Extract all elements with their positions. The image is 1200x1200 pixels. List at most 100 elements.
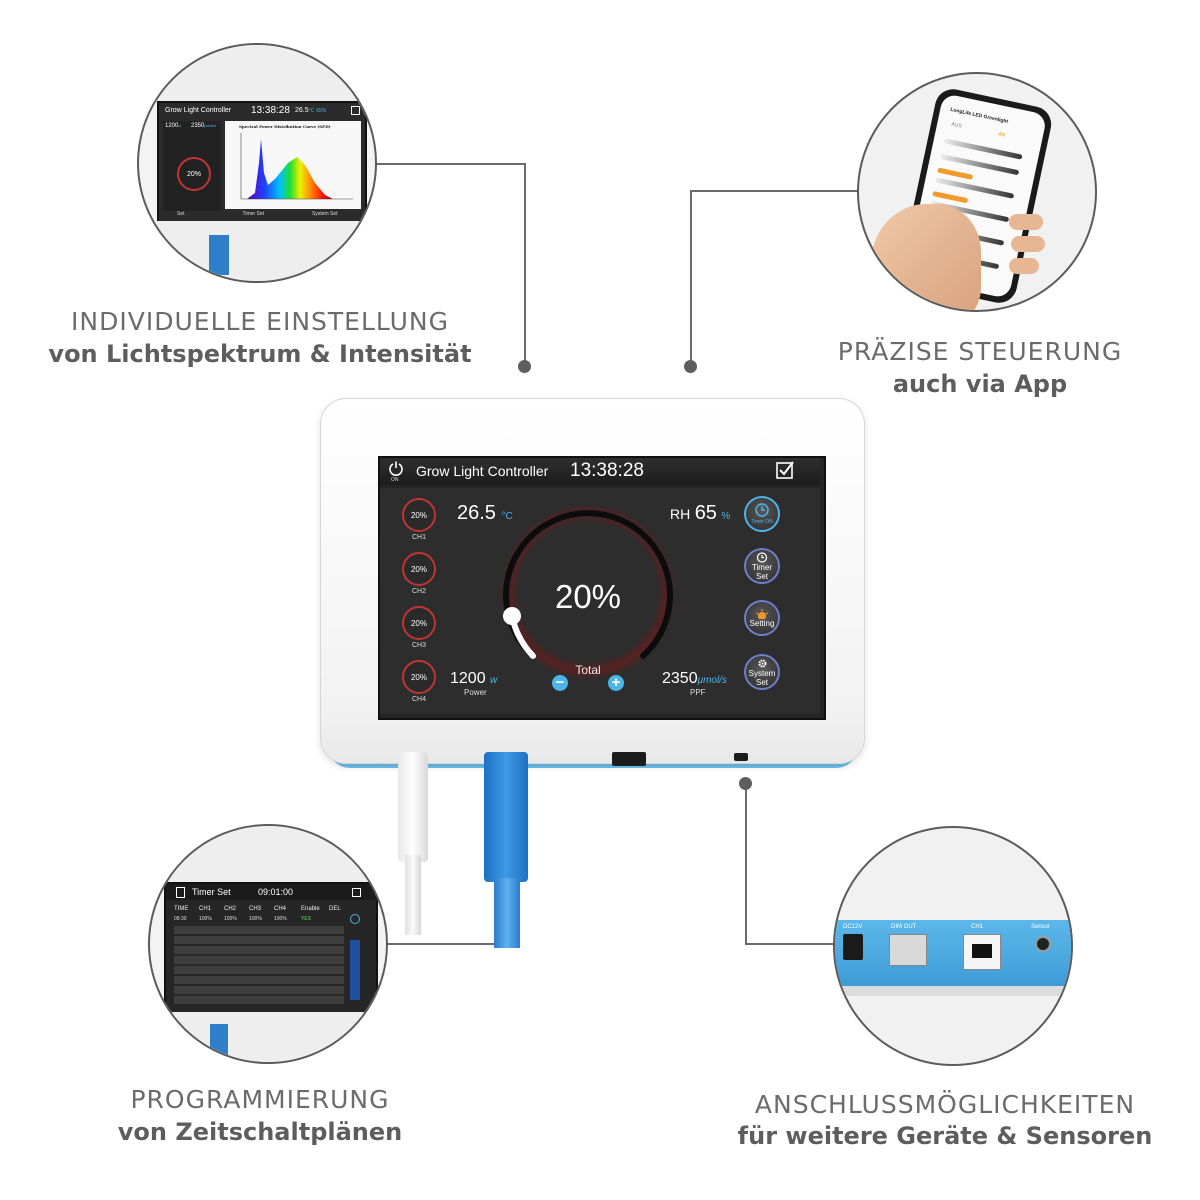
power-icon[interactable] [388,460,404,476]
gear-icon [758,659,766,667]
inset-tab-system-set[interactable]: System Set [312,211,338,217]
switch[interactable] [612,752,646,766]
ch3-value: 20% [410,618,427,628]
leader-bottom-right-h [745,943,833,945]
timer-empty-rows [174,926,344,1006]
dashboard: 20% CH1 20% CH2 20% CH3 20% CH4 26.5 °C … [380,488,820,714]
power-cable [405,855,421,935]
app-off-label[interactable]: AUS [950,121,963,130]
ch1-label: CH1 [411,534,426,541]
inset-spectrum-time: 13:38:28 [251,105,290,116]
dc-jack[interactable] [843,934,863,960]
spd-chart: Spectral Power Distribution Curve (SPD) [225,121,361,209]
system-set-label: System Set [748,668,776,687]
title-bar: ON Grow Light Controller 13:38:28 [380,458,820,485]
inset-ppf-unit: μmol/s [204,123,217,128]
caption-top-left-line2: von Lichtspektrum & Intensität [48,340,472,368]
app-on-label[interactable]: AN [997,131,1006,139]
timer-title: Timer Set [192,887,231,897]
port-label-sensor: Sensor [1031,924,1051,930]
ch4-dial[interactable]: 20% [402,660,436,694]
ch1-dial[interactable]: 20% [402,498,436,532]
total-dial[interactable] [498,502,678,682]
inset-dial-value: 20% [186,170,201,178]
power-caption: Power [464,688,487,697]
col-del: DEL [329,906,341,912]
power-readout: 1200 w [450,670,497,688]
col-ch2: CH2 [224,906,237,912]
cell-enable[interactable]: YES [301,916,312,922]
caption-bottom-right-line2: für weitere Geräte & Sensoren [737,1122,1153,1150]
leader-top-right-v [690,190,692,366]
minus-icon: − [555,674,565,691]
cell-time: 08:30 [174,916,187,922]
humidity-value: 65 [694,502,717,524]
checkbox-icon[interactable] [352,888,361,897]
inset-spectrum-temp: 26.5 [295,107,309,114]
table-row[interactable]: 08:30 100% 100% 100% 100% YES [174,916,329,922]
minus-button[interactable]: − [552,675,568,691]
leader-bottom-right-v [745,783,747,945]
leader-dot-bottom-right [739,777,752,790]
cell-ch3: 100% [249,916,262,922]
timer-time: 09:01:00 [258,887,294,897]
timer-set-label: Timer Set [751,563,773,581]
alarm-icon [756,552,768,563]
leader-dot-top-right [684,360,697,373]
plus-button[interactable]: + [608,675,624,691]
inset-spectrum-temp-unit: °C [308,108,315,114]
inset-tab-timer-set[interactable]: Timer Set [242,211,264,217]
power-cable-plug [398,752,428,862]
timer-header-row: TIME CH1 CH2 CH3 CH4 Enable DEL [174,906,347,912]
setting-button[interactable]: Setting [744,600,780,636]
timer-on-button[interactable]: Timer ON [744,496,780,532]
ch1-port[interactable] [963,934,1001,970]
timer-on-label: Timer ON [751,518,773,525]
temperature-value: 26.5 [457,502,496,524]
ppf-unit: μmol/s [697,675,727,686]
caption-top-left-line1: INDIVIDUELLE EINSTELLUNG [71,307,449,336]
sensor-port[interactable] [734,753,748,761]
power-unit: w [490,675,498,686]
inset-phone-app: LongLife LED Greenlight AUS AN [857,72,1097,312]
ch2-dial[interactable]: 20% [402,552,436,586]
total-percent: 20% [554,578,622,615]
inset-spectrum-rh: 65% [316,108,327,114]
ppf-caption: PPF [690,688,706,697]
dim-out-port[interactable] [889,934,927,966]
inset-ppf: 2350 [191,123,205,129]
system-set-button[interactable]: System Set [744,654,780,690]
inset-power-unit: w [178,123,182,128]
total-label: Total [575,663,601,677]
humidity-label: RH [670,506,691,522]
caption-bottom-left-line2: von Zeitschaltplänen [117,1118,403,1146]
add-icon[interactable] [350,914,360,924]
leader-top-left-h [376,163,526,165]
inset-tab-set[interactable]: Set [177,211,185,217]
ch1-value: 20% [410,510,427,520]
hand [871,204,981,310]
col-ch3: CH3 [249,906,262,912]
setting-label: Setting [749,618,775,628]
leader-bottom-left-h [386,943,508,945]
spd-curve [240,133,353,200]
inset-timer-screen: Timer Set 09:01:00 TIME CH1 CH2 CH3 CH4 … [148,824,388,1064]
checkbox-icon[interactable] [776,461,794,479]
caption-bottom-right-line1: ANSCHLUSSMÖGLICHKEITEN [754,1090,1136,1119]
sensor-jack[interactable] [1035,936,1051,952]
checkbox-icon[interactable] [351,106,360,115]
exit-icon[interactable] [176,887,185,898]
leader-top-left-v [524,163,526,365]
app-title: Grow Light Controller [416,463,549,479]
ch2-value: 20% [410,564,427,574]
ch3-dial[interactable]: 20% [402,606,436,640]
scrollbar[interactable] [350,940,360,1000]
inset-total-dial: 20% [177,157,211,191]
col-ch4: CH4 [274,906,287,912]
ppf-value: 2350 [662,670,698,687]
leader-dot-top-left [518,360,531,373]
caption-bottom-left-line1: PROGRAMMIERUNG [130,1085,390,1114]
timer-set-button[interactable]: Timer Set [744,548,780,584]
leader-top-right-h [690,190,858,192]
inset-spectrum-screen: Grow Light Controller 13:38:28 26.5°C 65… [137,43,377,283]
